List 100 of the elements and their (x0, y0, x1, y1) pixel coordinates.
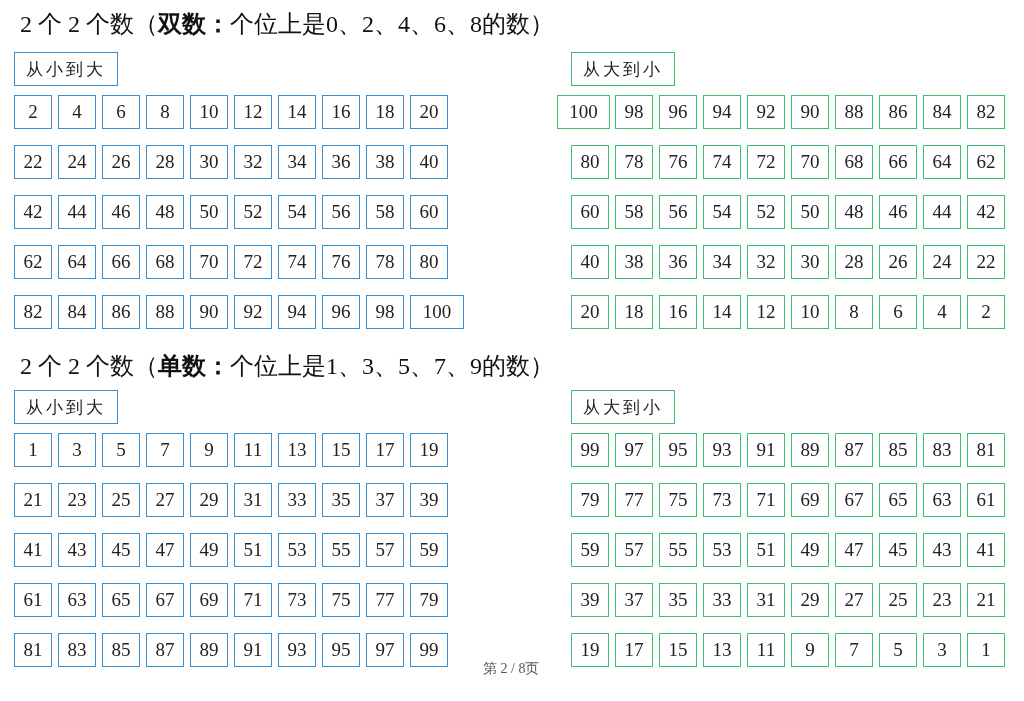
number-box: 52 (234, 195, 272, 229)
number-box: 31 (747, 583, 785, 617)
number-box: 54 (278, 195, 316, 229)
number-box: 42 (14, 195, 52, 229)
number-box: 57 (366, 533, 404, 567)
number-box: 54 (703, 195, 741, 229)
number-box: 59 (571, 533, 609, 567)
number-box: 70 (190, 245, 228, 279)
number-box: 19 (410, 433, 448, 467)
number-box: 1 (14, 433, 52, 467)
number-box: 83 (58, 633, 96, 667)
number-box: 79 (410, 583, 448, 617)
number-box: 67 (835, 483, 873, 517)
number-box: 53 (278, 533, 316, 567)
number-box: 68 (835, 145, 873, 179)
number-box: 56 (322, 195, 360, 229)
number-box: 28 (835, 245, 873, 279)
number-box: 29 (190, 483, 228, 517)
number-box: 85 (102, 633, 140, 667)
number-box: 88 (146, 295, 184, 329)
number-box: 61 (14, 583, 52, 617)
number-box: 13 (278, 433, 316, 467)
number-box: 55 (659, 533, 697, 567)
number-box: 8 (835, 295, 873, 329)
number-box: 93 (703, 433, 741, 467)
number-box: 64 (923, 145, 961, 179)
number-box: 72 (747, 145, 785, 179)
number-box: 24 (58, 145, 96, 179)
number-box: 97 (615, 433, 653, 467)
number-box: 9 (190, 433, 228, 467)
number-box: 95 (659, 433, 697, 467)
number-box: 52 (747, 195, 785, 229)
number-box: 46 (102, 195, 140, 229)
number-box: 19 (571, 633, 609, 667)
number-box: 17 (615, 633, 653, 667)
number-box: 12 (234, 95, 272, 129)
number-box: 35 (659, 583, 697, 617)
number-box: 99 (410, 633, 448, 667)
number-box: 92 (747, 95, 785, 129)
number-box: 87 (146, 633, 184, 667)
number-box: 60 (571, 195, 609, 229)
order-label-box: 从小到大 (14, 390, 118, 424)
number-box: 34 (278, 145, 316, 179)
number-box: 41 (14, 533, 52, 567)
number-box: 14 (703, 295, 741, 329)
number-box: 76 (659, 145, 697, 179)
number-box: 44 (923, 195, 961, 229)
number-box: 3 (58, 433, 96, 467)
number-box: 78 (615, 145, 653, 179)
number-box: 81 (967, 433, 1005, 467)
number-box: 72 (234, 245, 272, 279)
number-box: 60 (410, 195, 448, 229)
number-box: 68 (146, 245, 184, 279)
number-box: 32 (747, 245, 785, 279)
number-box: 38 (615, 245, 653, 279)
number-box: 23 (923, 583, 961, 617)
number-box: 2 (967, 295, 1005, 329)
number-box: 37 (366, 483, 404, 517)
number-box: 62 (14, 245, 52, 279)
number-box: 71 (747, 483, 785, 517)
number-box: 89 (791, 433, 829, 467)
number-box: 47 (835, 533, 873, 567)
number-box: 21 (14, 483, 52, 517)
number-box: 69 (190, 583, 228, 617)
number-box: 14 (278, 95, 316, 129)
number-box: 3 (923, 633, 961, 667)
number-box: 78 (366, 245, 404, 279)
number-box: 32 (234, 145, 272, 179)
number-box: 23 (58, 483, 96, 517)
number-box: 46 (879, 195, 917, 229)
number-box: 57 (615, 533, 653, 567)
number-box: 16 (659, 295, 697, 329)
number-box: 63 (58, 583, 96, 617)
number-box: 8 (146, 95, 184, 129)
number-box: 85 (879, 433, 917, 467)
number-box: 89 (190, 633, 228, 667)
number-box: 58 (615, 195, 653, 229)
number-box: 66 (102, 245, 140, 279)
number-box: 40 (410, 145, 448, 179)
number-box: 18 (366, 95, 404, 129)
number-box: 33 (703, 583, 741, 617)
number-box: 76 (322, 245, 360, 279)
number-box: 40 (571, 245, 609, 279)
number-box: 25 (102, 483, 140, 517)
number-box: 58 (366, 195, 404, 229)
number-box: 49 (190, 533, 228, 567)
number-box: 84 (923, 95, 961, 129)
number-box: 47 (146, 533, 184, 567)
number-box: 42 (967, 195, 1005, 229)
number-box: 25 (879, 583, 917, 617)
number-box: 61 (967, 483, 1005, 517)
order-label-box: 从大到小 (571, 390, 675, 424)
number-box: 17 (366, 433, 404, 467)
number-box: 34 (703, 245, 741, 279)
number-box: 80 (410, 245, 448, 279)
number-box: 16 (322, 95, 360, 129)
number-box: 43 (923, 533, 961, 567)
order-label-box: 从小到大 (14, 52, 118, 86)
number-box: 26 (102, 145, 140, 179)
number-box: 62 (967, 145, 1005, 179)
